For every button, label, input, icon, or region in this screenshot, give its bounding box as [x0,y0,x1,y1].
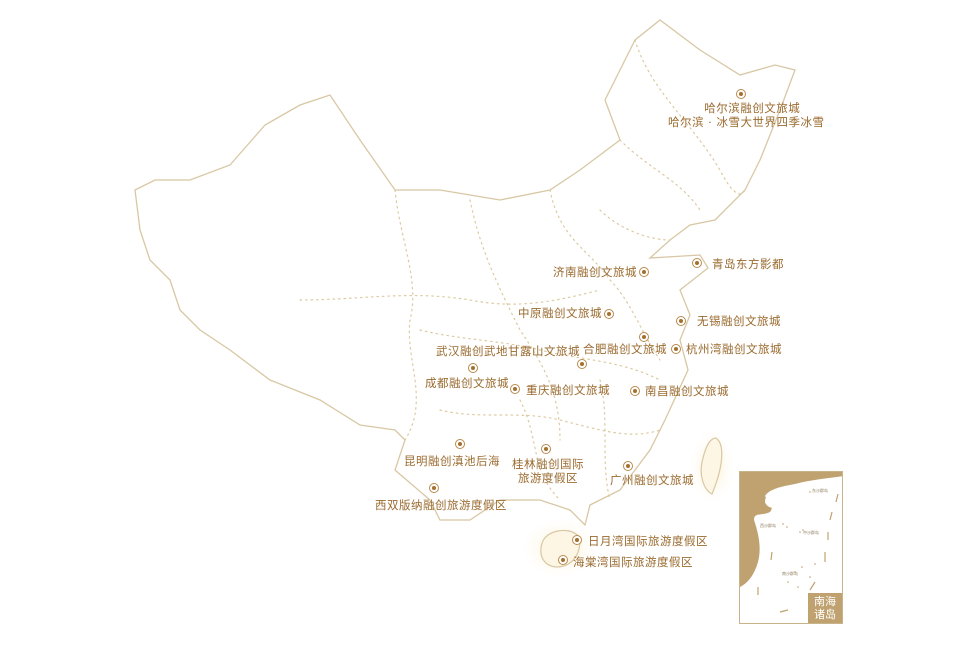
label-guangzhou[interactable]: 广州融创文旅城 [610,473,694,487]
label-wuhan[interactable]: 武汉融创武地甘露山文旅城 [436,344,580,358]
marker-haitangwan[interactable] [558,555,568,565]
label-guilin-line1: 桂林融创国际 [512,457,584,471]
marker-guangzhou[interactable] [623,461,633,471]
inset-map [740,472,842,613]
marker-xishuangbanna[interactable] [429,483,439,493]
label-chengdu[interactable]: 成都融创文旅城 [425,376,509,390]
label-riyuewan[interactable]: 日月湾国际旅游度假区 [588,534,708,548]
label-qingdao[interactable]: 青岛东方影都 [712,257,784,271]
china-outline [134,19,796,527]
marker-guilin[interactable] [541,444,551,454]
province-borders [299,39,746,501]
label-kunming[interactable]: 昆明融创滇池后海 [404,454,500,468]
marker-hefei[interactable] [639,332,649,342]
label-zhongyuan[interactable]: 中原融创文旅城 [518,306,602,320]
label-xishuangbanna[interactable]: 西双版纳融创旅游度假区 [375,498,507,512]
island-xisha: 西沙群岛 [760,523,776,528]
marker-chengdu[interactable] [468,363,478,373]
marker-kunming[interactable] [455,439,465,449]
label-hefei[interactable]: 合肥融创文旅城 [583,342,667,356]
label-harbin-line2: 哈尔滨 · 冰雪大世界四季冰雪 [668,115,825,129]
inset-title: 南海 诸岛 [808,593,842,623]
label-nanchang[interactable]: 南昌融创文旅城 [645,384,729,398]
marker-wuxi[interactable] [676,316,686,326]
label-jinan[interactable]: 济南融创文旅城 [553,265,637,279]
marker-wuhan[interactable] [577,359,587,369]
taiwan-outline [700,437,723,495]
marker-nanchang[interactable] [630,386,640,396]
south-china-sea-inset: 东沙群岛 西沙群岛 中沙群岛 南沙群岛 南海 诸岛 [739,471,843,624]
label-chongqing[interactable]: 重庆融创文旅城 [526,383,610,397]
inset-title-line1: 南海 [814,595,836,608]
label-guilin[interactable]: 桂林融创国际 旅游度假区 [512,457,584,485]
marker-zhongyuan[interactable] [604,309,614,319]
label-hangzhou[interactable]: 杭州湾融创文旅城 [686,342,782,356]
marker-riyuewan[interactable] [572,535,582,545]
marker-jinan[interactable] [639,267,649,277]
label-haitangwan[interactable]: 海棠湾国际旅游度假区 [573,555,693,569]
island-nansha: 南沙群岛 [782,571,798,576]
label-harbin[interactable]: 哈尔滨融创文旅城 哈尔滨 · 冰雪大世界四季冰雪 [668,101,824,129]
island-zhongsha: 中沙群岛 [803,530,819,535]
inset-title-line2: 诸岛 [814,608,836,621]
island-dongsha: 东沙群岛 [812,488,828,493]
hainan-outline [540,529,581,568]
label-harbin-line1: 哈尔滨融创文旅城 [704,101,801,115]
marker-qingdao[interactable] [692,258,702,268]
label-guilin-line2: 旅游度假区 [518,471,578,485]
marker-hangzhou[interactable] [671,344,681,354]
marker-harbin[interactable] [736,89,746,99]
label-wuxi[interactable]: 无锡融创文旅城 [697,314,781,328]
marker-chongqing[interactable] [510,384,520,394]
